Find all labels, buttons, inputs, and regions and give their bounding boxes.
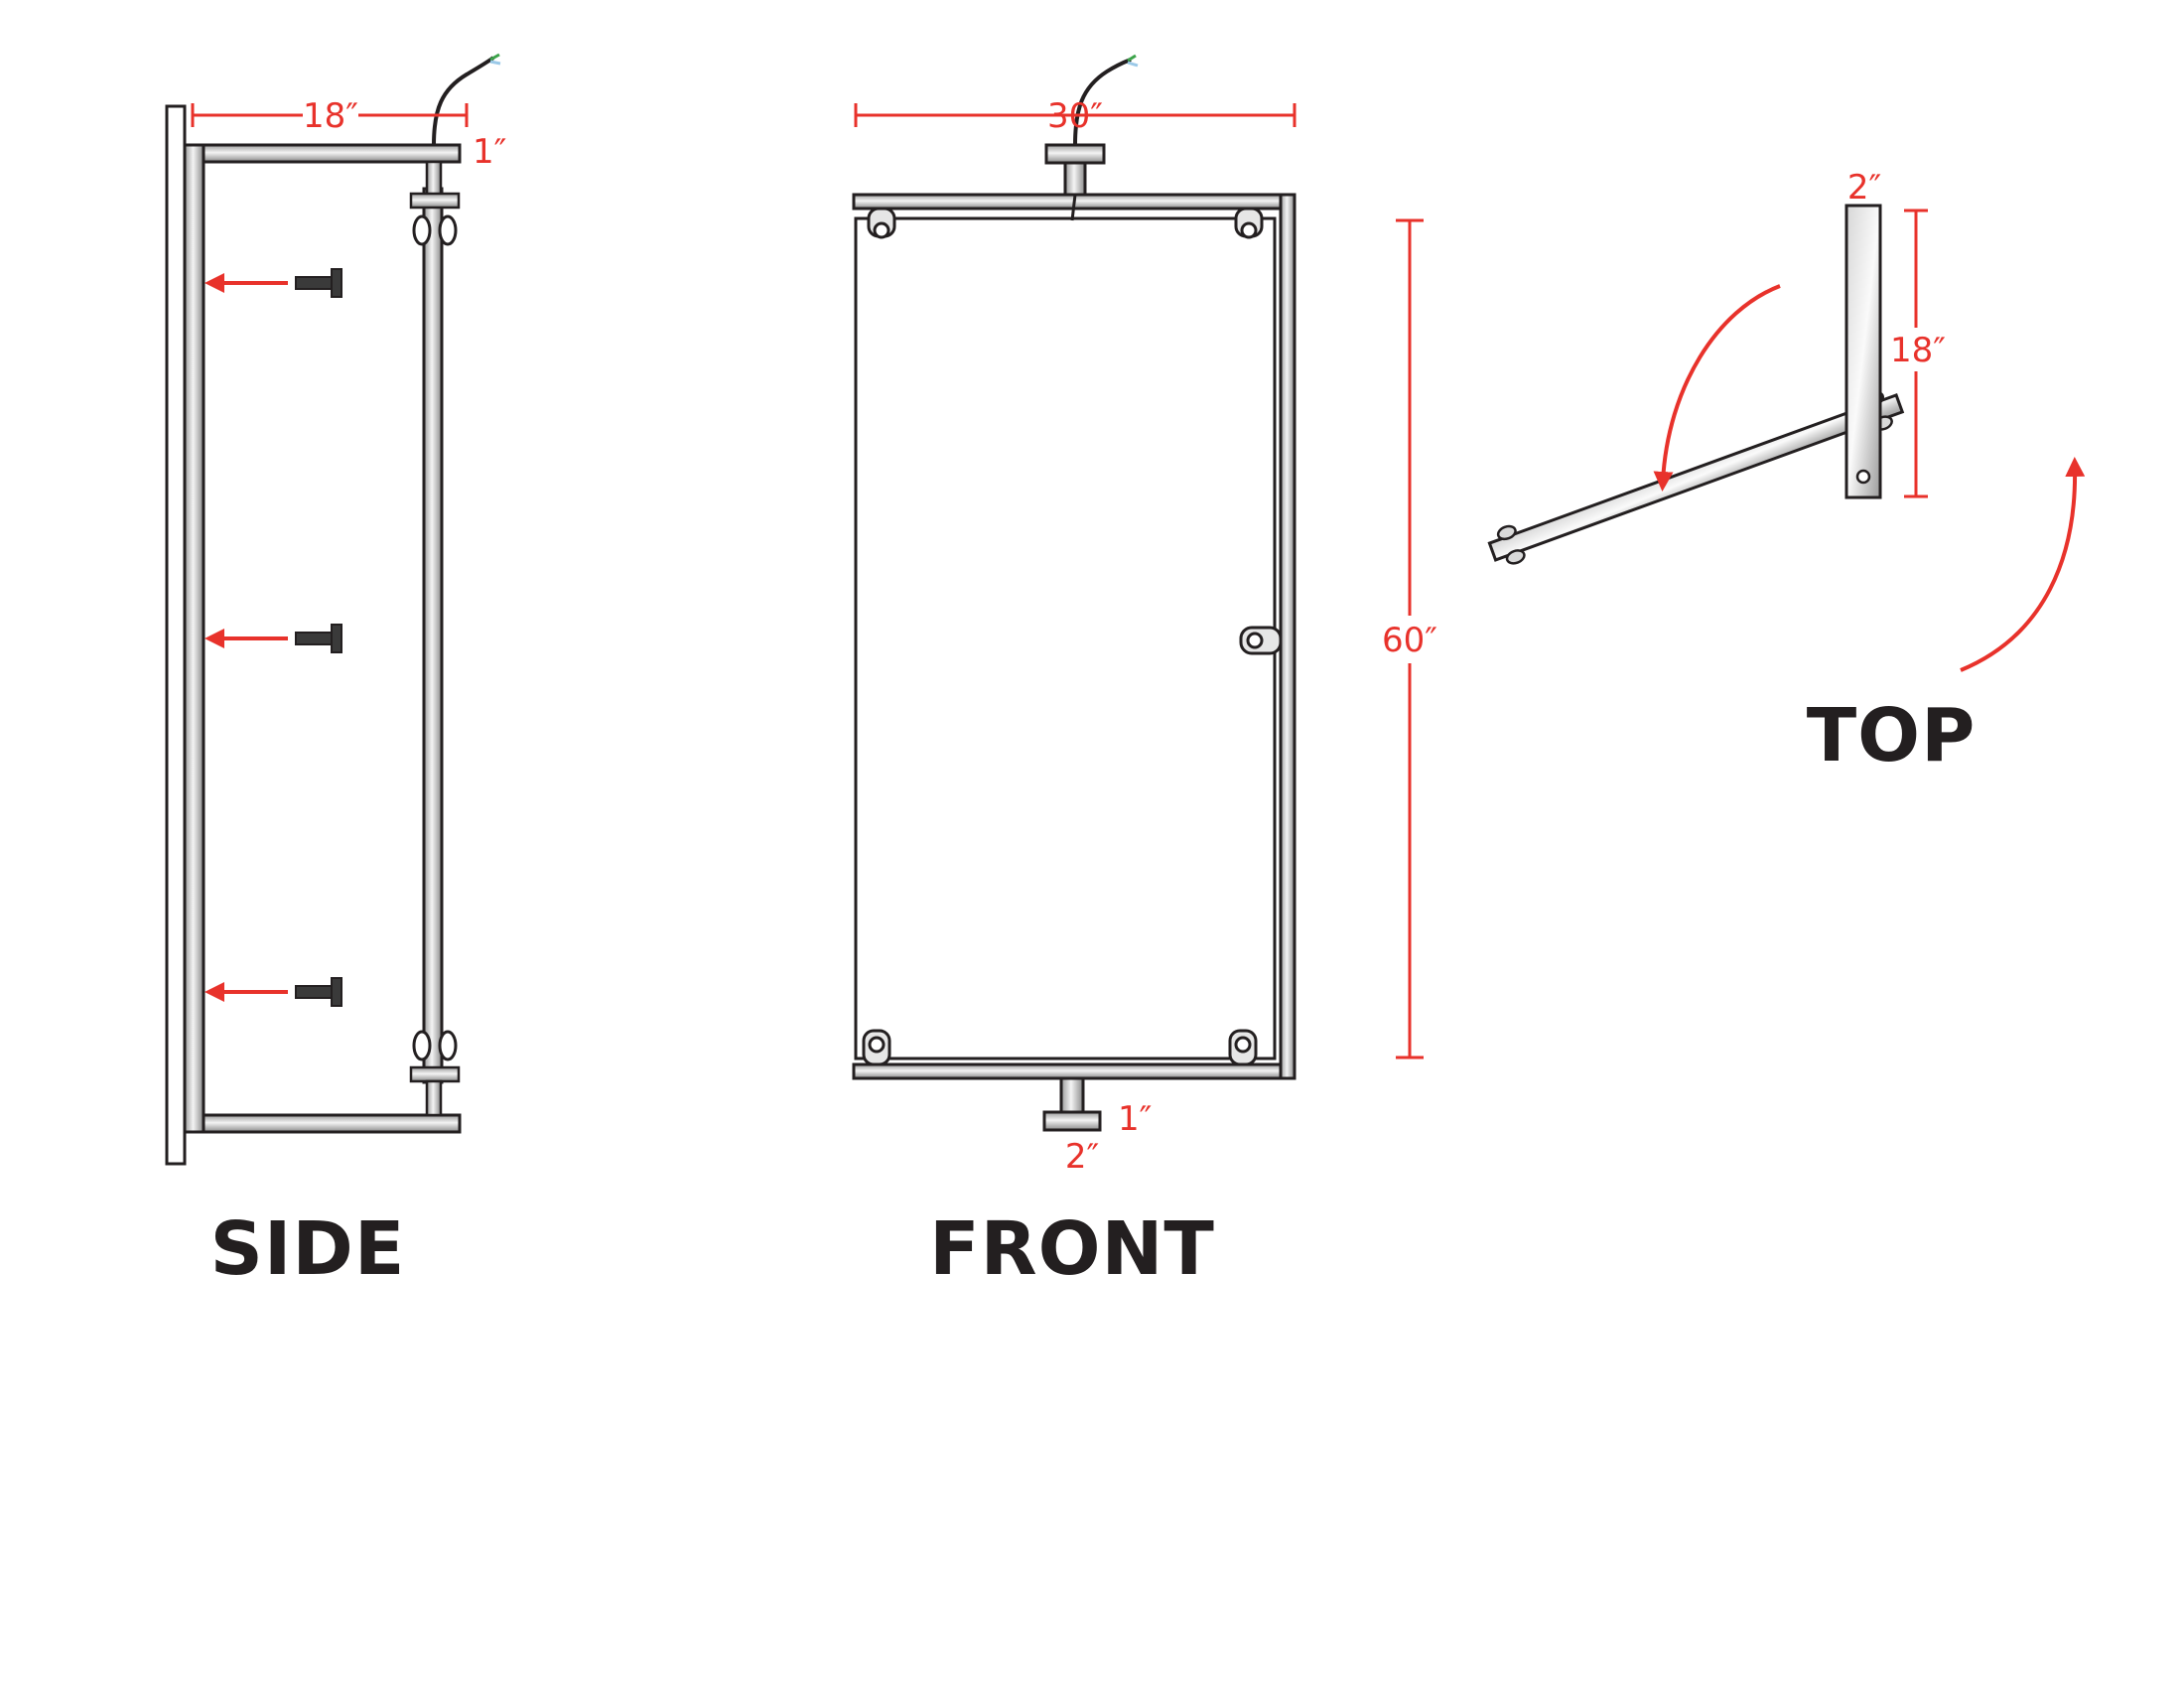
mirror-edge [422,187,444,1084]
top-view: 2″ 18″ TOP [1487,168,2086,778]
top-length-dimension: 18″ [1890,209,1946,498]
front-height-dimension: 60″ [1382,218,1437,1059]
top-clip-left [412,214,432,246]
front-top-pivot-collar [1044,143,1106,165]
front-wire-blue-icon [1127,61,1139,68]
top-arm-bar [1844,204,1882,499]
wire-cable-icon [432,56,495,146]
front-height-label: 60″ [1382,621,1437,660]
bottom-clip-right [438,1030,458,1061]
front-top-pivot-pin [1063,161,1087,197]
front-width-dimension: 30″ [854,96,1297,136]
back-upright [183,143,205,1134]
wire-blue-icon [489,60,501,66]
front-bottom-pivot-pin [1059,1076,1085,1114]
top-view-title: TOP [1807,693,1977,778]
top-pivot-collar [409,192,461,210]
top-pivot-pin [425,160,443,198]
side-depth-dimension: 18″ [191,96,469,136]
top-arm [183,143,462,164]
wall-plate [165,104,187,1166]
bottom-arm [183,1113,462,1134]
front-right-rail [1279,193,1297,1080]
front-view: 30″ 60″ 1″ 2″ FRONT [852,54,1437,1292]
front-clip-bottom-left [862,1029,891,1066]
rotate-clockwise-arrow-icon [1960,457,2086,672]
front-clip-middle-right [1239,626,1283,655]
front-clip-top-left [867,207,896,239]
side-view: 18″ 1″ SIDE [165,53,506,1292]
rotate-counterclockwise-arrow-icon [1653,284,1781,492]
front-pin-height-label: 1″ [1118,1099,1152,1139]
front-clip-top-right [1234,207,1264,239]
bolt-2 [205,624,342,653]
front-bottom-pivot-collar [1042,1110,1102,1132]
side-depth-label: 18″ [303,96,358,136]
wire-green-icon [489,53,500,62]
top-bar-width-label: 2″ [1847,168,1881,208]
front-width-label: 30″ [1047,96,1103,136]
front-view-title: FRONT [929,1206,1215,1292]
front-clip-bottom-right [1228,1029,1258,1066]
top-clip-right [438,214,458,246]
bottom-clip-left [412,1030,432,1061]
bottom-pivot-pin [425,1079,443,1117]
side-thickness-label: 1″ [473,132,506,172]
top-pivot-hole-icon [1855,469,1871,485]
side-view-title: SIDE [210,1206,406,1292]
front-wire-green-icon [1127,54,1137,63]
top-mirror-bar [1487,391,1905,565]
bolt-3 [205,977,342,1007]
front-pin-width-label: 2″ [1065,1137,1099,1177]
mirror-panel [854,216,1277,1060]
bottom-pivot-collar [409,1065,461,1083]
front-wire-cable-icon [1073,58,1132,146]
front-bottom-rail [852,1062,1297,1080]
top-bar-length-label: 18″ [1890,331,1946,370]
bolt-1 [205,268,342,298]
